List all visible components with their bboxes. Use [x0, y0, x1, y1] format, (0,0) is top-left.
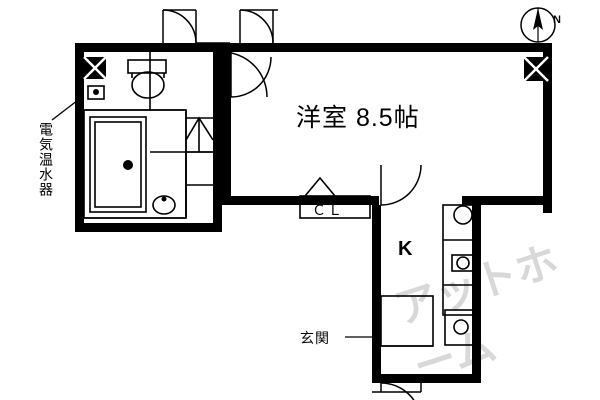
room-label-entrance: 玄関	[300, 330, 330, 346]
room-label-closet: ＣＬ	[312, 202, 344, 218]
annotation-water-heater: 電気温水器	[38, 122, 54, 197]
room-label-main: 洋室 8.5帖	[296, 104, 420, 132]
room-label-kitchen: K	[398, 238, 413, 260]
watermark-text: アットホーム	[389, 236, 564, 392]
compass-north-label: N	[553, 14, 561, 26]
compass-icon	[520, 7, 556, 43]
